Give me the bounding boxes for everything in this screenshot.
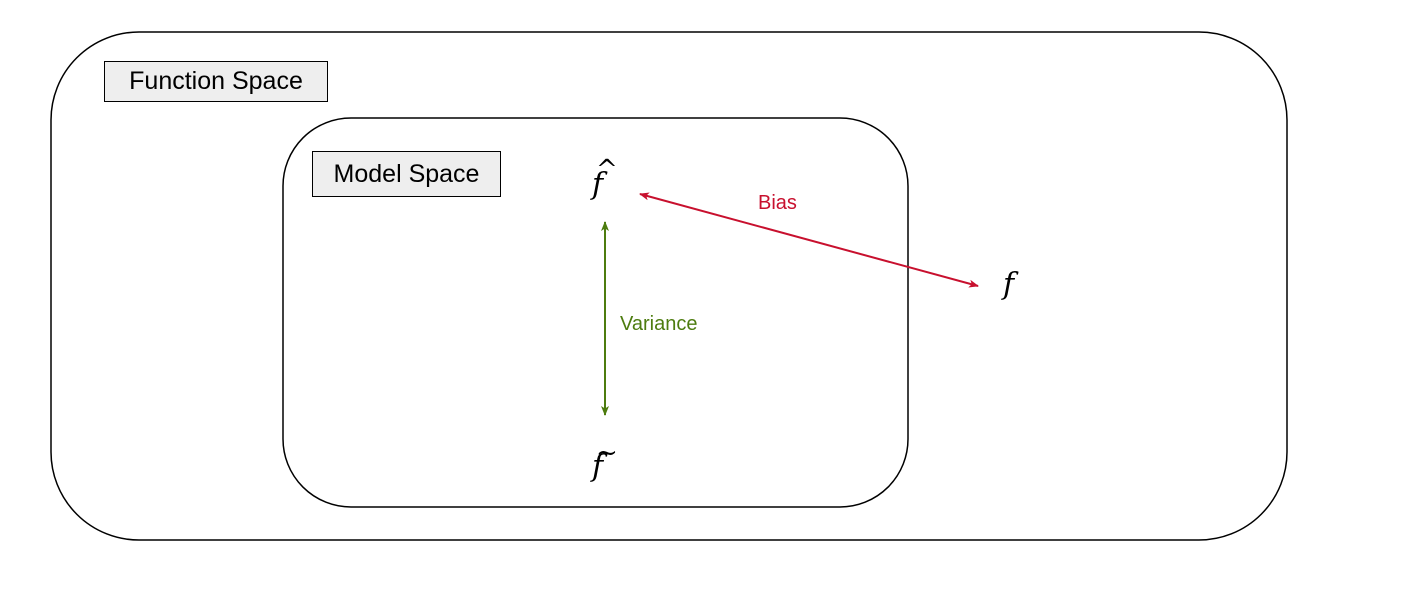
f-hat-symbol: f	[592, 167, 604, 202]
f-tilde-node: ~ f	[592, 440, 618, 484]
function-space-boundary	[50, 31, 1288, 541]
bias-arrow	[639, 192, 979, 288]
f-tilde-symbol: f	[592, 449, 604, 484]
bias-label: Bias	[758, 192, 797, 214]
hat-accent: ^	[596, 155, 618, 185]
f-hat-node: ^ f	[592, 157, 618, 202]
model-space-boundary	[282, 117, 909, 508]
model-space-label: Model Space	[312, 151, 501, 197]
function-space-label: Function Space	[104, 61, 328, 102]
f-true-symbol: f	[1003, 267, 1015, 302]
variance-label: Variance	[620, 313, 698, 335]
f-true-node: f	[1003, 270, 1014, 300]
tilde-accent: ~	[596, 438, 618, 468]
